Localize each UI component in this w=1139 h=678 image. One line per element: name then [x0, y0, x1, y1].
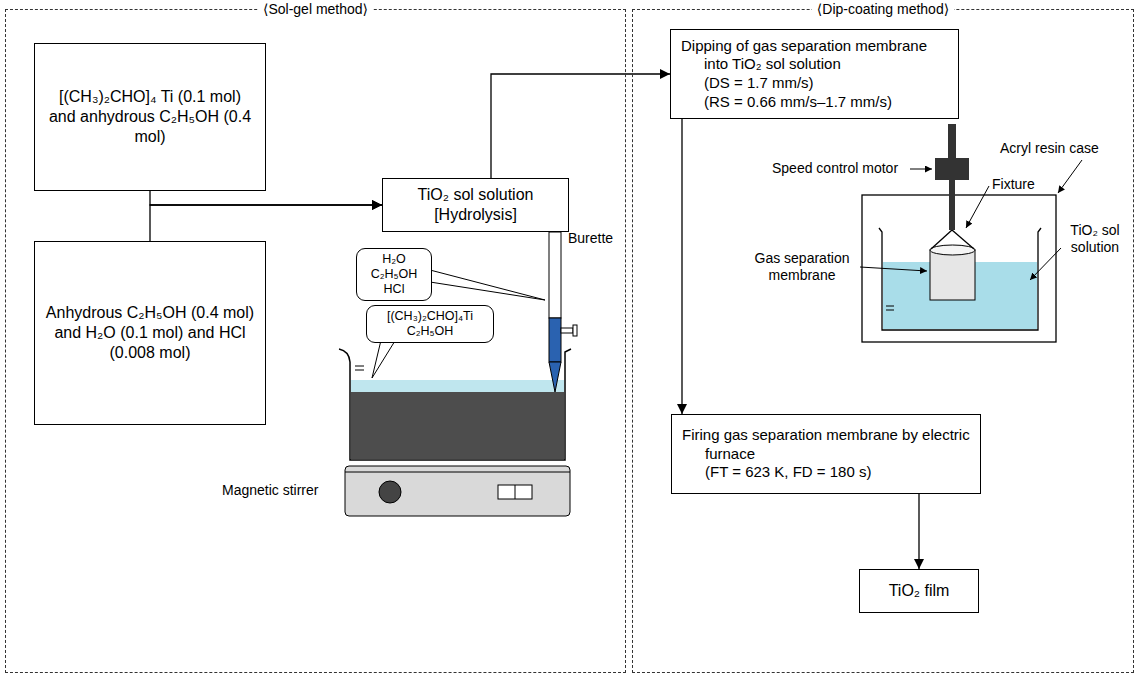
leader-line: [1058, 160, 1082, 193]
callout-bubble: H₂O C₂H₅OH HCl: [356, 248, 432, 301]
stirrer-switch: [498, 485, 532, 499]
box-text: Firing gas separation membrane by electr…: [682, 426, 970, 464]
graduation: [355, 370, 364, 371]
method-region: ⟨Sol-gel method⟩[(CH₃)₂CHO]₄ Ti (0.1 mol…: [5, 9, 626, 673]
burette-solution: [549, 318, 561, 362]
graduation: [355, 366, 364, 367]
motor-rod: [949, 180, 955, 230]
fixture: [931, 230, 952, 249]
liquid-surface: [351, 380, 564, 392]
box-text: [(CH₃)₂CHO]₄ Ti (0.1 mol) and anhydrous …: [45, 87, 255, 147]
part-label: Magnetic stirrer: [222, 482, 318, 499]
fixture: [952, 230, 974, 249]
motor-rod: [948, 124, 956, 160]
membrane-cylinder: [930, 250, 975, 300]
process-box: TiO₂ sol solution [Hydrolysis]: [382, 178, 569, 232]
box-text: (FT = 623 K, FD = 180 s): [682, 463, 970, 482]
box-text: TiO₂ sol solution [Hydrolysis]: [393, 185, 558, 225]
burette-tip: [549, 362, 561, 392]
method-region: ⟨Dip-coating method⟩Dipping of gas separ…: [632, 9, 1134, 673]
box-text: (RS = 0.66 mm/s–1.7 mm/s): [681, 93, 948, 112]
process-box: Dipping of gas separation membrane into …: [670, 29, 959, 119]
part-label: Burette: [568, 230, 613, 247]
stirrer-knob: [379, 481, 401, 503]
beaker: [879, 228, 1041, 330]
box-text: Dipping of gas separation membrane into …: [681, 37, 948, 75]
box-text: TiO₂ film: [870, 581, 968, 601]
leader-line: [860, 267, 927, 271]
callout-bubble: [(CH₃)₂CHO]₄Ti C₂H₅OH: [366, 305, 494, 343]
result-box: TiO₂ film: [859, 569, 979, 613]
process-box: Firing gas separation membrane by electr…: [671, 414, 981, 494]
leader-line: [966, 186, 989, 228]
region-title: ⟨Dip-coating method⟩: [812, 0, 954, 18]
flow-arrow: [681, 119, 682, 414]
part-label: Acryl resin case: [1000, 140, 1099, 157]
flow-arrow: [150, 191, 382, 205]
process-box: [(CH₃)₂CHO]₄ Ti (0.1 mol) and anhydrous …: [34, 43, 266, 191]
burette-tube: [549, 232, 561, 318]
dip-coater: [860, 124, 1082, 342]
box-text: (DS = 1.7 mm/s): [681, 74, 948, 93]
speed-control-motor: [935, 158, 969, 180]
stirrer-switch: [515, 485, 516, 499]
region-title: ⟨Sol-gel method⟩: [258, 0, 373, 18]
part-label: Speed control motor: [772, 160, 898, 177]
liquid: [351, 392, 564, 459]
callout-tail: [430, 270, 545, 300]
part-label: Gas separation membrane: [748, 250, 856, 284]
stirrer-plate: [345, 472, 570, 473]
flow-arrow: [918, 494, 919, 569]
box-text: [(CH₃)₂CHO]₄Ti C₂H₅OH: [371, 309, 489, 339]
graduation: [886, 310, 894, 311]
leader-line: [1030, 248, 1061, 280]
flow-arrow: [491, 74, 670, 178]
box-text: H₂O C₂H₅OH HCl: [361, 252, 427, 297]
magnetic-stirrer: [345, 466, 570, 516]
burette-tap: [573, 325, 577, 336]
beaker: [339, 349, 571, 460]
leader-line: [910, 169, 932, 170]
flow-arrow: [150, 205, 382, 241]
part-label: TiO₂ sol solution: [1064, 222, 1126, 256]
process-box: Anhydrous C₂H₅OH (0.4 mol) and H₂O (0.1 …: [34, 241, 266, 425]
graduation: [886, 306, 894, 307]
box-text: Anhydrous C₂H₅OH (0.4 mol) and H₂O (0.1 …: [45, 303, 255, 363]
membrane-top: [930, 245, 975, 255]
beaker-setup: [339, 232, 577, 516]
part-label: Fixture: [992, 176, 1035, 193]
burette-tap: [561, 328, 573, 333]
